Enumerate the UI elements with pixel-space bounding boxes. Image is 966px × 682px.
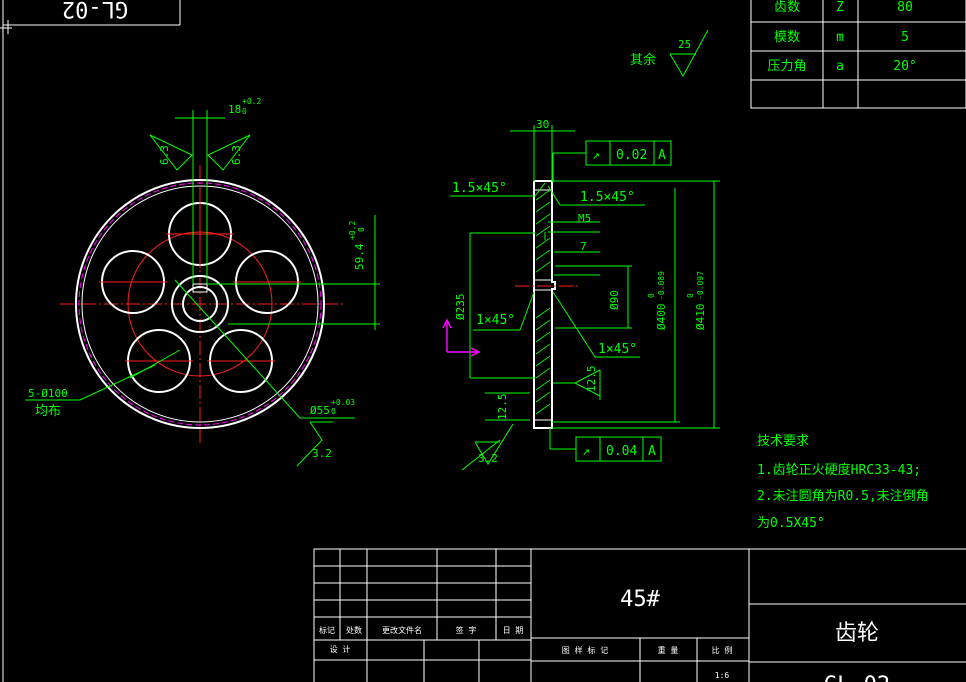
param-row-pressure-symbol: a xyxy=(836,59,844,74)
bottom-drawing-code: GL-02 xyxy=(824,673,890,682)
title-row-label-date: 日 期 xyxy=(503,626,524,635)
material-label: 45# xyxy=(620,587,660,612)
keyway-width-dim: 18 xyxy=(228,103,241,116)
roughness-right-side-value: 12.5 xyxy=(585,366,598,393)
bore-dia-dim: Ø55 xyxy=(310,404,330,417)
title-mark-pattern: 图 样 标 记 xyxy=(562,645,608,655)
title-row-label-file: 更改文件名 xyxy=(382,625,422,635)
param-row-pressure-name: 压力角 xyxy=(767,59,806,74)
param-row-module-symbol: m xyxy=(836,30,844,45)
runout-top-symbol: ↗ xyxy=(592,148,600,163)
param-row-teeth-name: 齿数 xyxy=(774,0,800,15)
param-row-module-value: 5 xyxy=(901,30,909,45)
title-mark-weight: 重 量 xyxy=(658,645,679,655)
part-name-label: 齿轮 xyxy=(835,621,879,646)
param-row-teeth-symbol: Z xyxy=(836,0,844,15)
holes-spec-label: 5-Ø100 xyxy=(28,387,68,400)
roughness-other-symbol xyxy=(669,29,709,78)
corner-drawing-code: GL-02 xyxy=(62,0,128,21)
tech-req-title: 技术要求 xyxy=(757,434,809,449)
roughness-other-value: 25 xyxy=(678,38,691,51)
tech-req-line2: 2.未注圆角为R0.5,未注倒角 xyxy=(757,489,929,504)
dia-400-tol-lower: -0.089 xyxy=(657,271,666,300)
chamfer-top-left: 1.5×45° xyxy=(452,181,507,196)
roughness-face-left-value: 6.3 xyxy=(158,145,171,165)
chamfer-mid-left: 1×45° xyxy=(476,313,515,328)
runout-bottom-value: 0.04 xyxy=(606,444,637,459)
key-depth-dim: 59.4 xyxy=(353,243,366,270)
chamfer-top-right: 1.5×45° xyxy=(580,190,635,205)
dia-235-dim: Ø235 xyxy=(454,294,467,321)
runout-top-datum: A xyxy=(658,148,666,163)
tech-req-line3: 为0.5X45° xyxy=(757,516,825,531)
roughness-other-label: 其余 xyxy=(630,52,656,68)
drawing-frame xyxy=(0,0,181,682)
roughness-left-side-value: 12.5 xyxy=(496,394,509,421)
section-view xyxy=(450,125,720,471)
dia-410-tol-lower: -0.097 xyxy=(696,271,705,300)
param-row-pressure-value: 20° xyxy=(893,59,916,74)
ucs-axis-icon xyxy=(442,318,481,357)
dia-400-tol-upper: 0 xyxy=(647,293,656,298)
runout-bottom-datum: A xyxy=(648,444,656,459)
dia-90-dim: Ø90 xyxy=(608,290,621,310)
roughness-bottom-value: 3.2 xyxy=(478,452,498,465)
dia-410-tol-upper: 0 xyxy=(686,293,695,298)
title-row-label-count: 处数 xyxy=(346,625,362,635)
param-row-teeth-value: 80 xyxy=(897,0,913,15)
chamfer-mid-right: 1×45° xyxy=(598,342,637,357)
thread-depth-dim: 7 xyxy=(580,240,587,253)
keyway-width-tol-lower: 0 xyxy=(242,107,247,116)
key-depth-tol-lower: 0 xyxy=(357,227,366,232)
bore-dia-tol-lower: 0 xyxy=(331,407,336,416)
param-row-module-name: 模数 xyxy=(774,30,800,45)
roughness-bore-value: 3.2 xyxy=(312,447,332,460)
gear-parameter-table xyxy=(750,0,966,109)
runout-top-value: 0.02 xyxy=(616,148,647,163)
front-view xyxy=(25,110,380,467)
dia-410-dim: Ø410 xyxy=(694,304,707,331)
scale-value: 1:6 xyxy=(715,671,730,680)
roughness-face-right-value: 6.3 xyxy=(230,145,243,165)
key-depth-tol-upper: +0.2 xyxy=(348,221,357,240)
title-design-label: 设 计 xyxy=(330,644,351,654)
tech-req-line1: 1.齿轮正火硬度HRC33-43; xyxy=(757,462,921,478)
title-row-label-mark: 标记 xyxy=(319,625,335,635)
bore-dia-tol-upper: +0.03 xyxy=(331,398,355,407)
holes-distribution-note: 均布 xyxy=(35,404,61,419)
dia-400-dim: Ø400 xyxy=(655,304,668,331)
thread-callout: M5 xyxy=(578,212,591,225)
hub-width-dim: 30 xyxy=(536,118,549,131)
title-block xyxy=(313,548,966,682)
title-mark-scale: 比 例 xyxy=(712,645,733,655)
keyway-width-tol-upper: +0.2 xyxy=(242,97,261,106)
runout-bottom-symbol: ↗ xyxy=(582,444,590,459)
title-row-label-sign: 签 字 xyxy=(456,625,477,635)
